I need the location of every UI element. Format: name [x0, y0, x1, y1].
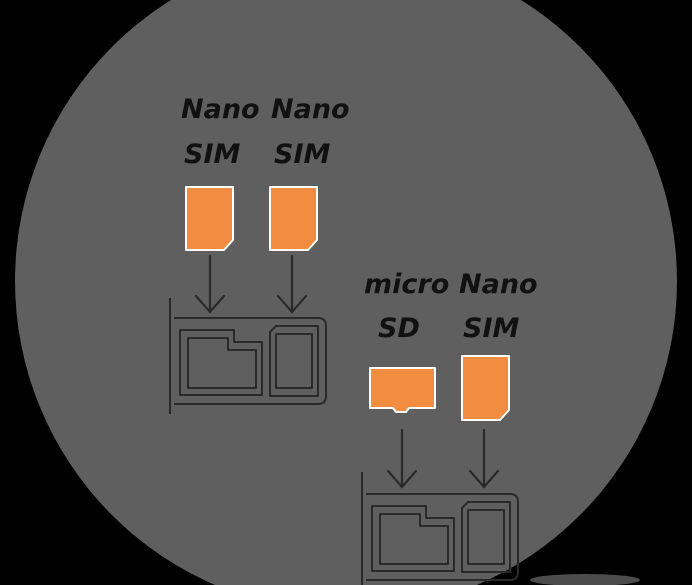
label-top-right-line1: Nano — [271, 94, 350, 125]
label-top-left-line2: SIM — [184, 139, 241, 170]
arrow-down-icon — [194, 254, 226, 314]
nano-sim-card-icon — [269, 186, 318, 251]
label-bottom-right-line2: SIM — [463, 313, 520, 344]
nano-sim-card-icon — [461, 355, 510, 421]
label-bottom-left-line1: micro — [364, 269, 450, 300]
background-disc — [15, 0, 677, 585]
nano-sim-card-icon — [185, 186, 234, 251]
label-top-left-line1: Nano — [181, 94, 260, 125]
sim-tray-top — [169, 298, 327, 414]
watermark-smudge — [530, 574, 640, 585]
arrow-down-icon — [386, 428, 418, 489]
label-bottom-right-line1: Nano — [459, 269, 538, 300]
label-bottom-left-line2: SD — [378, 313, 420, 344]
arrow-down-icon — [276, 254, 308, 314]
micro-sd-card-icon — [369, 367, 436, 413]
sim-tray-bottom — [361, 472, 519, 585]
arrow-down-icon — [468, 428, 500, 489]
label-top-right-line2: SIM — [274, 139, 331, 170]
